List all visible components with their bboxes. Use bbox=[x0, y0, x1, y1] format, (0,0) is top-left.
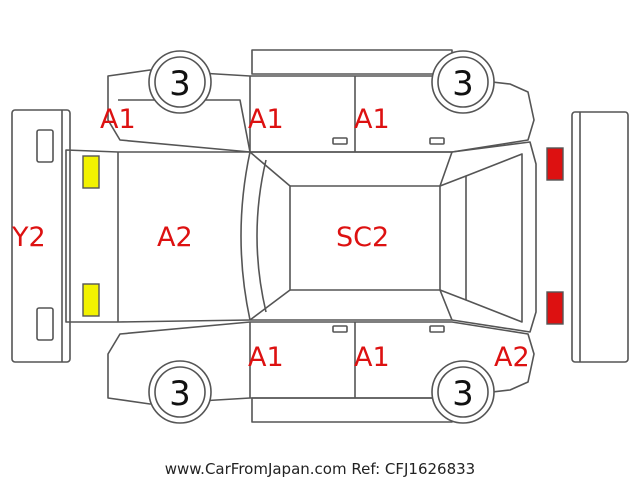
code-front-right-door: A1 bbox=[248, 342, 284, 373]
tire-rear-left: 3 bbox=[431, 50, 495, 114]
code-rear-right-door: A1 bbox=[354, 342, 390, 373]
rear-bumper bbox=[571, 111, 629, 363]
code-front-left-fender: A1 bbox=[100, 104, 136, 135]
code-hood: A2 bbox=[157, 222, 193, 253]
red-lamp-icon bbox=[546, 147, 564, 181]
car-body-top-view bbox=[65, 141, 537, 333]
tire-front-right: 3 bbox=[148, 360, 212, 424]
source-reference: www.CarFromJapan.com Ref: CFJ1626833 bbox=[165, 460, 475, 478]
tire-rear-right: 3 bbox=[431, 360, 495, 424]
tire-rear-right-grade: 3 bbox=[452, 374, 474, 414]
amber-lamp-icon bbox=[82, 283, 100, 317]
red-lamp-icon bbox=[546, 291, 564, 325]
tire-front-left: 3 bbox=[148, 50, 212, 114]
front-bumper bbox=[11, 109, 71, 363]
code-front-left-door: A1 bbox=[248, 104, 284, 135]
code-rear-right-quarter: A2 bbox=[494, 342, 530, 373]
amber-lamp-icon bbox=[82, 155, 100, 189]
tire-front-left-grade: 3 bbox=[169, 64, 191, 104]
code-rear-left-door: A1 bbox=[354, 104, 390, 135]
tire-front-right-grade: 3 bbox=[169, 374, 191, 414]
tire-rear-left-grade: 3 bbox=[452, 64, 474, 104]
code-front-bumper: Y2 bbox=[11, 222, 46, 253]
code-roof: SC2 bbox=[336, 222, 389, 253]
